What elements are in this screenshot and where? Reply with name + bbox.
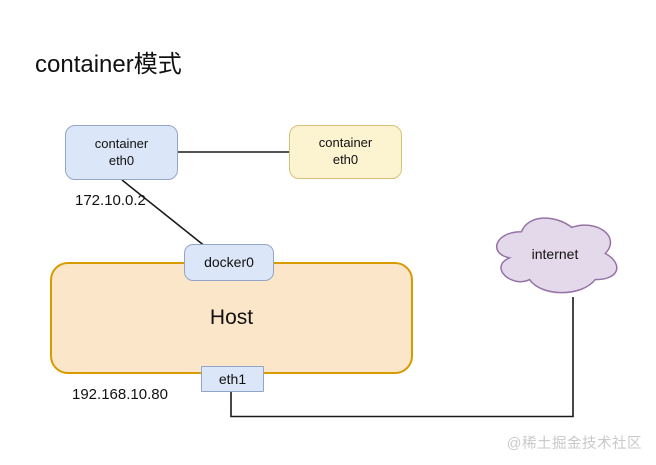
host-eth1-ip-label: 192.168.10.80 [72,386,168,403]
container-left-label-line2: eth0 [108,152,135,168]
host-label: Host [209,306,254,330]
node-eth1: eth1 [201,366,264,392]
docker0-label: docker0 [204,254,254,271]
node-docker0: docker0 [184,244,274,281]
container-left-label-line1: container [94,135,149,151]
edge-eth1-to-internet [230,297,574,418]
node-container-left: container eth0 [65,125,178,180]
internet-label: internet [531,246,579,262]
node-container-right: container eth0 [289,125,402,179]
edge-container-to-docker0 [121,179,212,252]
container-right-label-line1: container [318,135,373,151]
container-right-label-line2: eth0 [332,152,359,167]
diagram-title: container模式 [35,51,182,78]
cloud-shape [496,217,618,294]
watermark: @稀土掘金技术社区 [506,436,642,452]
cloud-icon [496,217,618,294]
eth1-label: eth1 [218,370,247,387]
container-eth0-ip-label: 172.10.0.2 [75,192,146,209]
